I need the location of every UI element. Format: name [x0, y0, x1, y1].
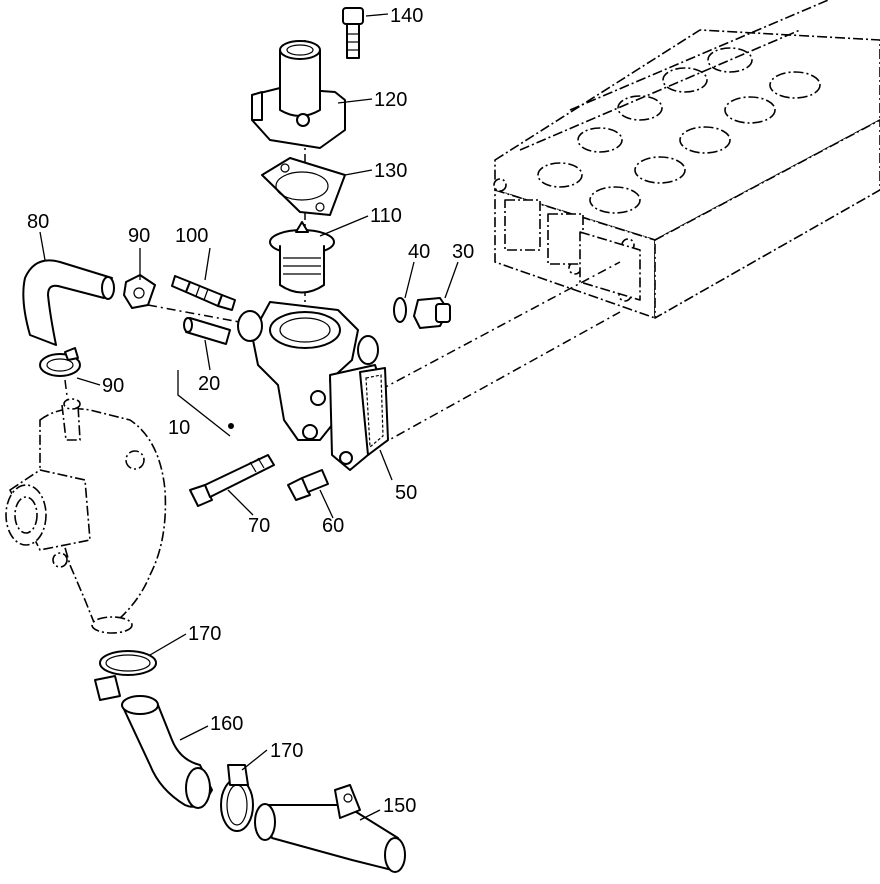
pipe-150 — [254, 784, 406, 873]
leader-lines — [39, 13, 459, 821]
reference-dot — [228, 423, 234, 429]
label-60: 60 — [322, 515, 344, 537]
label-150: 150 — [383, 795, 416, 817]
label-170-upper: 170 — [188, 623, 221, 645]
bolt-70 — [189, 454, 275, 507]
label-40: 40 — [408, 241, 430, 263]
bolt-60 — [287, 469, 329, 501]
thermostat-110 — [269, 221, 335, 294]
label-30: 30 — [452, 241, 474, 263]
label-20: 20 — [198, 373, 220, 395]
temperature-sensor-100 — [171, 275, 236, 311]
label-50: 50 — [395, 482, 417, 504]
washer-40 — [393, 297, 407, 323]
label-140: 140 — [390, 5, 423, 27]
pipe-20 — [183, 317, 231, 345]
hose-clamp-170-upper — [94, 650, 157, 701]
hose-80 — [22, 259, 115, 346]
bolt-140 — [342, 7, 364, 59]
label-160: 160 — [210, 713, 243, 735]
hose-clip-90-lower — [39, 347, 81, 377]
label-10: 10 — [168, 417, 190, 439]
water-flange-120 — [251, 40, 346, 149]
thermostat-housing-10 — [237, 301, 386, 471]
label-100: 100 — [175, 225, 208, 247]
hose-clamp-170-lower — [220, 764, 254, 832]
label-90-lower: 90 — [102, 375, 124, 397]
label-120: 120 — [374, 89, 407, 111]
gasket-130 — [261, 157, 346, 216]
hose-160 — [121, 695, 213, 809]
label-110: 110 — [370, 205, 402, 227]
water-pump-outline — [5, 398, 167, 634]
part-labels: 140 120 130 110 40 30 100 90 80 90 20 10… — [27, 5, 474, 817]
label-90-upper: 90 — [128, 225, 150, 247]
cylinder-head-outline — [493, 0, 880, 319]
label-130: 130 — [374, 160, 407, 182]
label-170-lower: 170 — [270, 740, 303, 762]
label-80: 80 — [27, 211, 49, 233]
label-70: 70 — [248, 515, 270, 537]
plug-30 — [413, 297, 451, 329]
gasket-50 — [359, 367, 389, 456]
